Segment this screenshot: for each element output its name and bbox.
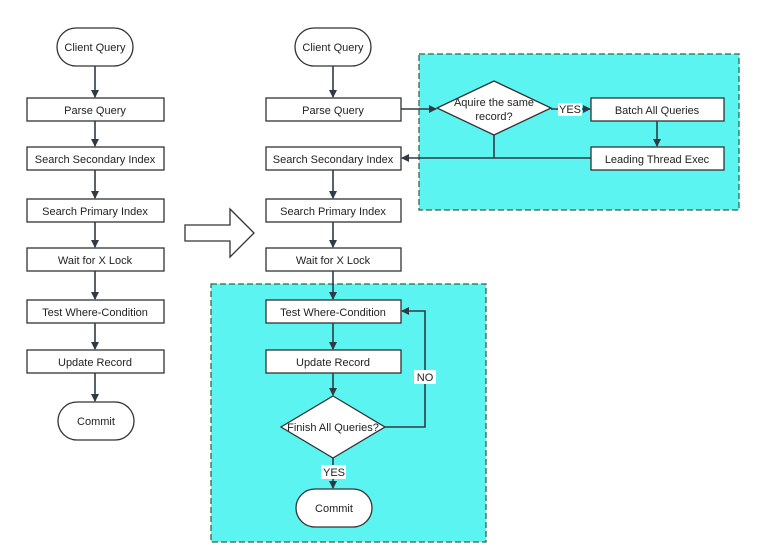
left-commit-label: Commit bbox=[77, 416, 115, 428]
right-search-secondary-label: Search Secondary Index bbox=[273, 154, 394, 166]
leading-thread-label: Leading Thread Exec bbox=[605, 154, 710, 166]
transition-arrow-icon bbox=[184, 207, 255, 259]
left-update-record-label: Update Record bbox=[58, 357, 132, 369]
batch-group: Aquire the same record? Batch All Querie… bbox=[401, 80, 725, 171]
right-parse-query-label: Parse Query bbox=[302, 105, 364, 117]
left-search-secondary-label: Search Secondary Index bbox=[35, 154, 156, 166]
acquire-decision-line1: Aquire the same bbox=[454, 97, 534, 109]
batch-queries-label: Batch All Queries bbox=[615, 105, 700, 117]
acquire-decision-line2: record? bbox=[475, 111, 512, 123]
yes-top-label-bg bbox=[558, 103, 582, 116]
left-test-where-label: Test Where-Condition bbox=[42, 307, 148, 319]
left-flow: Client Query Parse Query Search Secondar… bbox=[26, 27, 165, 441]
batch-region bbox=[418, 53, 740, 211]
left-search-primary-label: Search Primary Index bbox=[42, 206, 148, 218]
right-update-record-label: Update Record bbox=[296, 357, 370, 369]
right-edge-no-loop bbox=[385, 307, 426, 428]
yes-bottom-label-bg bbox=[321, 465, 346, 479]
right-commit-label: Commit bbox=[315, 503, 353, 515]
right-search-primary-label: Search Primary Index bbox=[280, 206, 386, 218]
yes-top-label: YES bbox=[559, 104, 581, 116]
right-wait-lock-label: Wait for X Lock bbox=[296, 255, 371, 267]
right-commit-node bbox=[295, 488, 373, 528]
yes-bottom-label: YES bbox=[323, 467, 345, 479]
finish-decision-label: Finish All Queries? bbox=[287, 422, 379, 434]
left-parse-query-label: Parse Query bbox=[64, 105, 126, 117]
left-commit-node bbox=[57, 401, 135, 441]
no-label-bg bbox=[414, 370, 436, 384]
right-flow: Client Query Parse Query Search Secondar… bbox=[265, 27, 436, 528]
right-client-query-label: Client Query bbox=[302, 42, 364, 54]
no-label: NO bbox=[417, 372, 434, 384]
right-test-where-label: Test Where-Condition bbox=[280, 307, 386, 319]
left-wait-lock-label: Wait for X Lock bbox=[58, 255, 133, 267]
left-client-query-label: Client Query bbox=[64, 42, 126, 54]
